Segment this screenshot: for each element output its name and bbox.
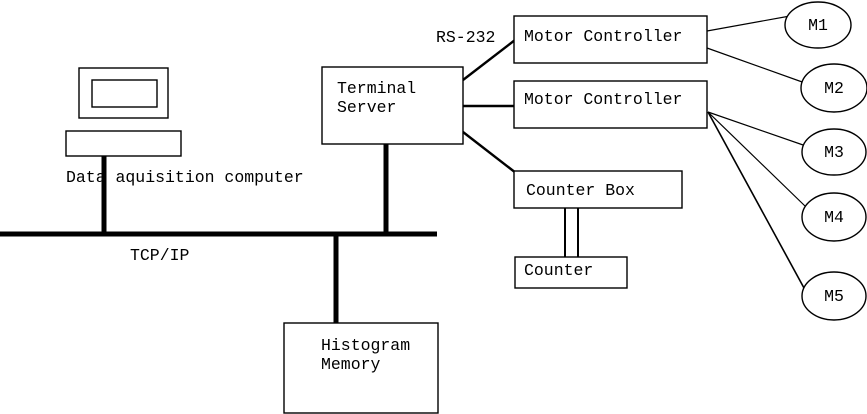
data-acquisition-computer-label: Data aquisition computer xyxy=(66,168,304,187)
terminal-server-label-line2: Server xyxy=(337,98,397,117)
terminal-server-to-counter-box-line xyxy=(462,131,517,174)
counter-box xyxy=(514,256,628,289)
computer-keyboard-icon xyxy=(65,130,182,157)
counter-box-label: Counter Box xyxy=(526,181,635,200)
terminal-server-to-motor-controller-1-line xyxy=(462,39,516,81)
counter-label: Counter xyxy=(524,261,594,280)
terminal-server-box xyxy=(321,66,464,145)
motor-controller-2-to-m5-line xyxy=(707,111,805,289)
motor-m2-label: M2 xyxy=(824,78,844,98)
motor-m3-label: M3 xyxy=(824,142,844,162)
motor-m2-ellipse xyxy=(800,63,867,113)
histogram-memory-label-line2: Memory xyxy=(321,355,381,374)
motor-controller-2-to-m4-line xyxy=(707,111,806,207)
motor-m1-ellipse xyxy=(784,1,852,49)
motor-controller-1-to-m1-line xyxy=(706,15,791,32)
tcp-ip-label: TCP/IP xyxy=(130,246,190,265)
motor-controller-1-box xyxy=(513,15,708,64)
motor-m4-ellipse xyxy=(801,192,867,242)
histogram-memory-box xyxy=(283,322,439,414)
motor-m1-label: M1 xyxy=(808,15,828,35)
motor-controller-2-to-m3-line xyxy=(707,111,807,147)
histogram-memory-label-line1: Histogram xyxy=(321,336,411,355)
motor-m3-ellipse xyxy=(801,128,867,176)
motor-controller-1-label: Motor Controller xyxy=(524,27,683,46)
computer-screen-icon xyxy=(91,79,158,108)
motor-m5-ellipse xyxy=(801,271,867,321)
motor-m4-label: M4 xyxy=(824,207,844,227)
motor-controller-1-to-m2-line xyxy=(706,47,806,84)
motor-controller-2-label: Motor Controller xyxy=(524,90,683,109)
motor-controller-2-box xyxy=(513,80,708,129)
counter-box-box xyxy=(513,170,683,209)
motor-m5-label: M5 xyxy=(824,286,844,306)
rs-232-label: RS-232 xyxy=(436,28,496,47)
terminal-server-label-line1: Terminal xyxy=(337,79,417,98)
